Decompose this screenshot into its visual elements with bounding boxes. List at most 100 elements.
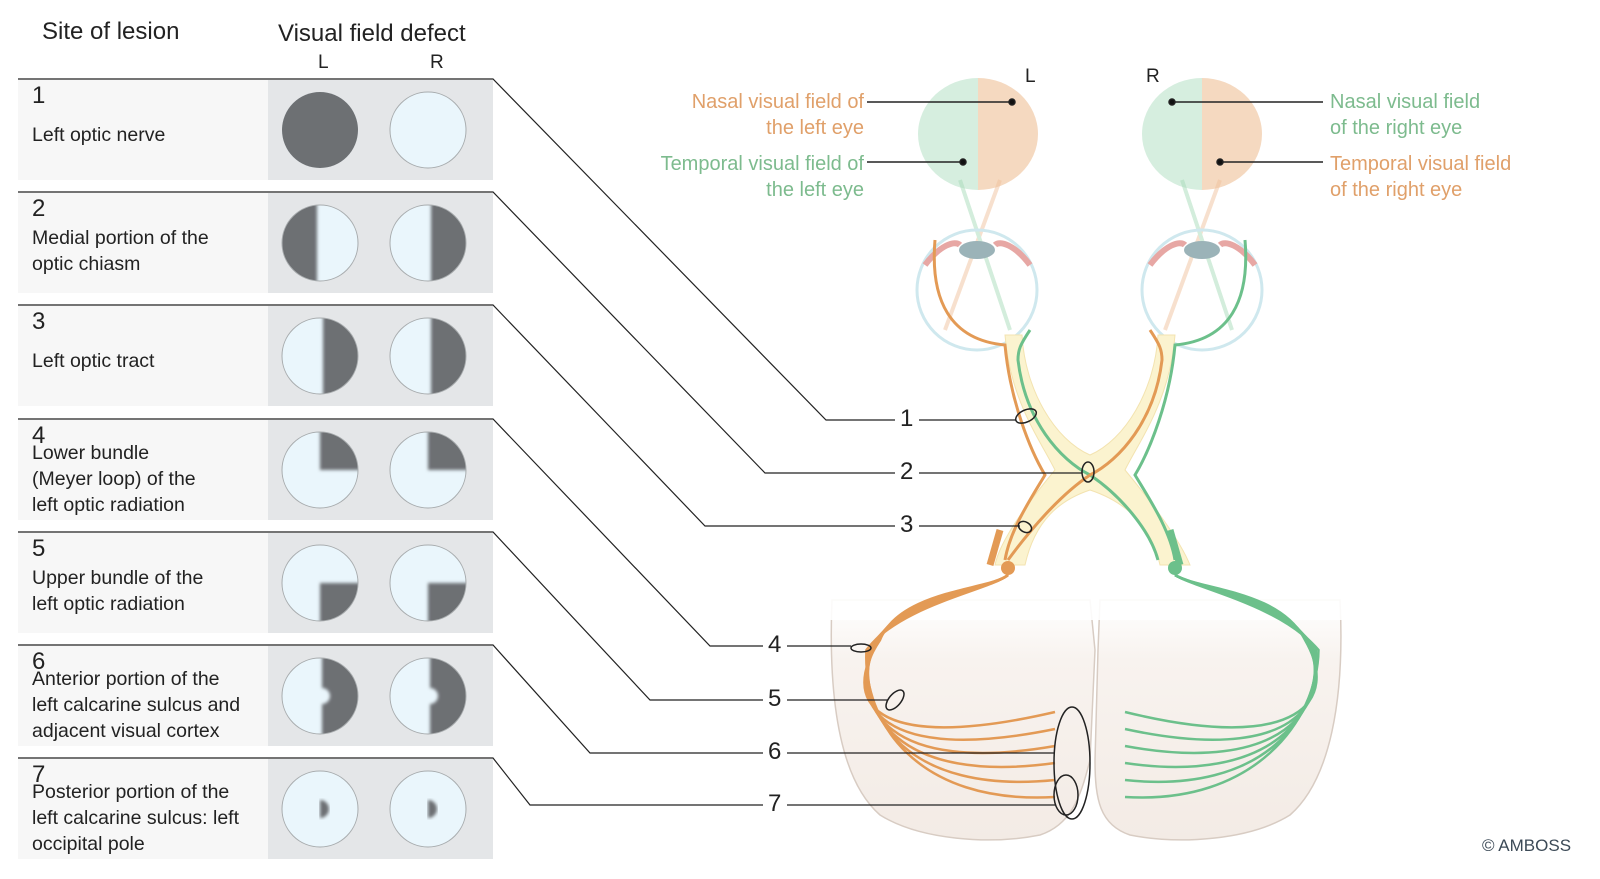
left-eye-visual-field bbox=[281, 204, 359, 282]
annotation-line: the left eye bbox=[766, 179, 864, 201]
visual-field-cell bbox=[268, 533, 493, 633]
visual-field-cell bbox=[268, 306, 493, 406]
annotation-line: Temporal visual field bbox=[1330, 153, 1512, 175]
right-hemisphere bbox=[1094, 599, 1342, 841]
lesion-number: 3 bbox=[32, 308, 46, 335]
lesion-number: 5 bbox=[32, 535, 46, 562]
leader-line bbox=[18, 78, 895, 421]
callout-number: 7 bbox=[768, 790, 782, 817]
left-eye-nasal-field bbox=[978, 78, 1038, 190]
lesion-site-label: Anterior portion of the left calcarine su… bbox=[32, 666, 272, 744]
left-nasal-fiber bbox=[1016, 329, 1160, 561]
lesion-number: 4 bbox=[32, 422, 46, 449]
label-line: left optic radiation bbox=[32, 494, 185, 516]
label-line: left optic radiation bbox=[32, 593, 185, 615]
annotation-line: of the right eye bbox=[1330, 117, 1463, 139]
nasal-right-annotation: Nasal visual field of the right eye bbox=[1330, 89, 1480, 141]
label-line: left calcarine sulcus: left bbox=[32, 807, 240, 829]
lesion-site-label: Upper bundle of the left optic radiation bbox=[32, 565, 272, 617]
right-temporal-fiber bbox=[1133, 239, 1248, 561]
lesion-marker-5 bbox=[885, 689, 905, 711]
right-eye-visual-field bbox=[389, 657, 467, 735]
callout-number: 1 bbox=[900, 405, 914, 432]
visual-field-cell bbox=[268, 420, 493, 520]
right-eye-visual-field bbox=[389, 204, 467, 282]
temporal-left-annotation: Temporal visual field of the left eye bbox=[661, 151, 864, 203]
leader-line bbox=[18, 531, 763, 701]
left-eyeball bbox=[915, 228, 1039, 352]
lesion-number: 6 bbox=[32, 648, 46, 675]
leader-line bbox=[18, 191, 895, 474]
left-eye-visual-field bbox=[282, 92, 358, 168]
left-eye-visual-field bbox=[281, 431, 359, 509]
label-line: (Meyer loop) of the bbox=[32, 468, 196, 490]
occipital-lobes bbox=[820, 590, 1350, 841]
callout-number: 3 bbox=[900, 511, 914, 538]
label-line: Lower bundle bbox=[32, 442, 150, 464]
right-eye-visual-field bbox=[389, 317, 467, 395]
lesion-number: 2 bbox=[32, 195, 46, 222]
right-eye-visual-field bbox=[389, 431, 467, 509]
label-line: Left optic tract bbox=[32, 350, 155, 372]
diagram-right-eye-label: R bbox=[1146, 66, 1160, 87]
lesion-site-label: Left optic tract bbox=[32, 348, 272, 374]
label-line: Medial portion of the bbox=[32, 227, 209, 249]
label-line: Posterior portion of the bbox=[32, 781, 230, 803]
label-line: left calcarine sulcus and bbox=[32, 694, 241, 716]
leader-line bbox=[18, 644, 763, 754]
lesion-marker-7 bbox=[1053, 774, 1079, 816]
leader-line bbox=[18, 757, 763, 806]
lesion-marker-2 bbox=[1081, 461, 1095, 483]
right-optic-radiation-fiber bbox=[1124, 573, 1320, 799]
label-line: Left optic nerve bbox=[32, 124, 166, 146]
left-eye-visual-field bbox=[281, 544, 359, 622]
left-eye-visual-field bbox=[281, 317, 359, 395]
visual-field-cell bbox=[268, 759, 493, 859]
temporal-right-annotation: Temporal visual field of the right eye bbox=[1330, 151, 1511, 203]
label-line: Upper bundle of the bbox=[32, 567, 204, 589]
lesion-marker-4 bbox=[850, 643, 872, 653]
left-eye-visual-field bbox=[281, 657, 359, 735]
lesion-site-label: Posterior portion of the left calcarine s… bbox=[32, 779, 272, 857]
visual-field-cell bbox=[268, 80, 493, 180]
visual-field-cell bbox=[268, 193, 493, 293]
lesion-marker-6 bbox=[1053, 706, 1091, 820]
lesion-site-label: Lower bundle (Meyer loop) of the left opti… bbox=[32, 440, 272, 518]
annotation-line: of the right eye bbox=[1330, 179, 1463, 201]
visual-field-defect-header: Visual field defect bbox=[278, 20, 466, 47]
right-lens bbox=[1184, 241, 1220, 259]
annotation-line: Nasal visual field of bbox=[691, 91, 864, 113]
right-eyeball bbox=[1140, 228, 1264, 352]
copyright-notice: © AMBOSS bbox=[1482, 836, 1572, 855]
column-right-eye-label: R bbox=[430, 52, 444, 73]
label-line: occipital pole bbox=[32, 833, 145, 855]
right-eye-visual-field bbox=[389, 91, 467, 169]
annotation-line: Temporal visual field of bbox=[660, 153, 864, 175]
visual-field-cell bbox=[268, 646, 493, 746]
right-eye-visual-field bbox=[389, 544, 467, 622]
left-optic-radiation-fiber bbox=[865, 573, 1056, 799]
lesion-site-label: Left optic nerve bbox=[32, 122, 272, 148]
left-temporal-fiber bbox=[932, 239, 1047, 561]
callout-number: 2 bbox=[900, 458, 914, 485]
right-nasal-fiber bbox=[1006, 329, 1164, 561]
label-line: Anterior portion of the bbox=[32, 668, 220, 690]
label-line: adjacent visual cortex bbox=[32, 720, 220, 742]
leader-line bbox=[18, 304, 895, 527]
callout-number: 6 bbox=[768, 738, 782, 765]
leader-line bbox=[18, 418, 763, 647]
callout-number: 4 bbox=[768, 631, 782, 658]
right-eye-visual-field bbox=[389, 770, 467, 848]
right-lgn bbox=[1168, 561, 1182, 575]
left-lens bbox=[959, 241, 995, 259]
